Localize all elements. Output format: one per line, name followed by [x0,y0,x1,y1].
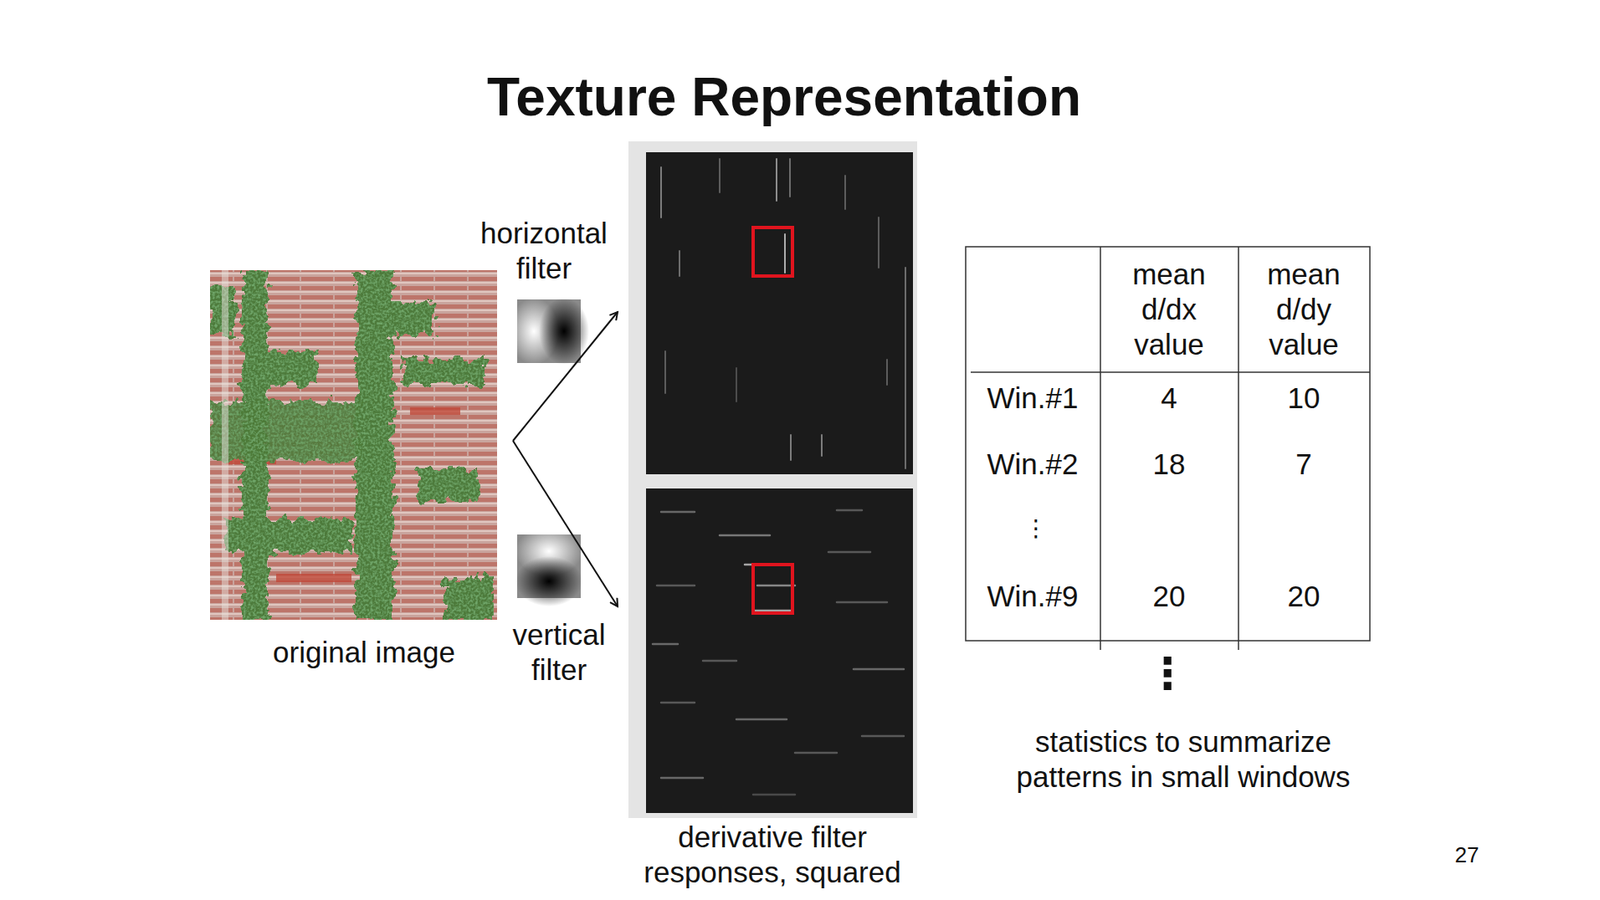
vertical-filter-kernel [515,526,583,607]
table-cell: 20 [1153,579,1186,615]
table-header: mean d/dy value [1253,256,1354,363]
filter-label: horizontal filter [456,215,632,287]
page-number: 27 [1455,842,1480,869]
table-cell: 18 [1153,446,1186,483]
filter-arrows [512,312,618,607]
table-cell: Win.#9 [987,579,1079,615]
table-ellipsis: ⋮ [1024,514,1048,544]
original-image [210,270,498,621]
horizontal-filter-kernel [508,297,590,365]
table-cell: 20 [1287,579,1321,615]
table-grid [965,246,1370,651]
panel-caption: derivative filter responses, squared [621,820,924,891]
table-cell: Win.#2 [987,446,1079,483]
slide-title: Texture Representation [487,65,1082,130]
table-cell: Win.#1 [987,380,1079,416]
table-cell: 7 [1295,446,1312,483]
image-caption: original image [272,635,456,671]
table-note: statistics to summarize patterns in smal… [990,724,1376,795]
row-ellipsis: ⋮ [1145,647,1190,700]
derivative-responses [628,141,918,819]
table-cell: 10 [1287,380,1321,416]
filter-label: vertical filter [483,617,635,688]
table-cell: 4 [1160,380,1177,416]
table-header: mean d/dx value [1118,256,1220,363]
